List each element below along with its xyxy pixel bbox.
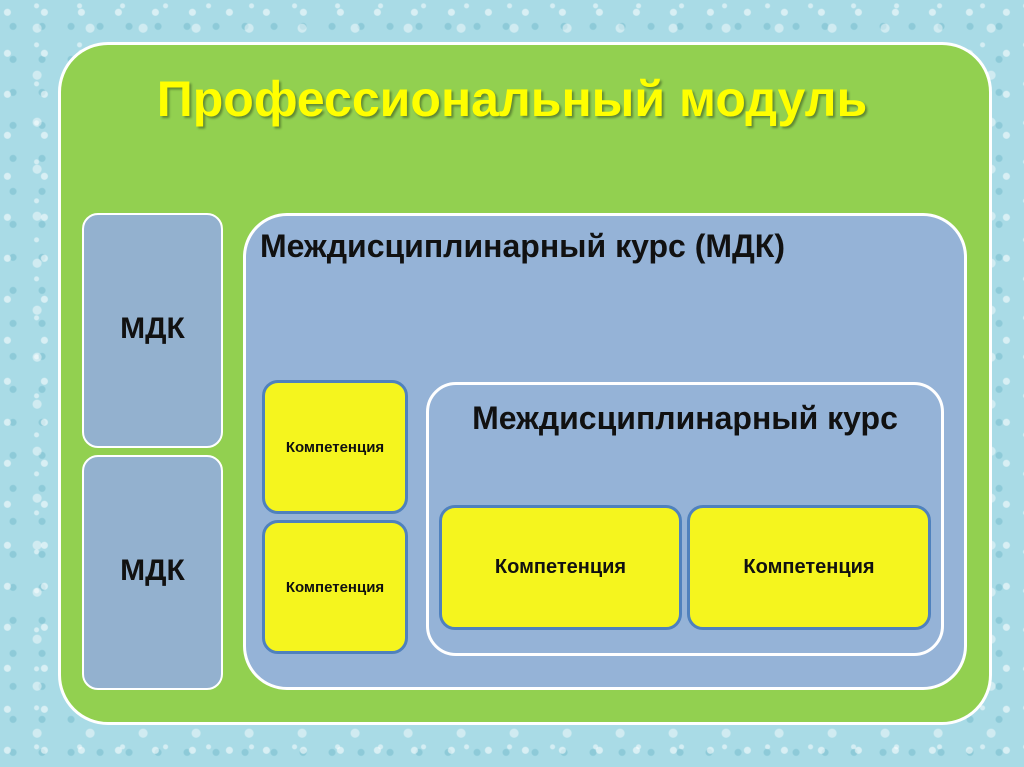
mdk-block-1: МДК xyxy=(82,213,223,448)
outer-competency-2: Компетенция xyxy=(262,520,408,654)
inner-competency-1-label: Компетенция xyxy=(494,556,627,578)
mdk-block-2: МДК xyxy=(82,455,223,690)
outer-competency-1: Компетенция xyxy=(262,380,408,514)
inner-competency-2-label: Компетенция xyxy=(743,556,875,578)
mdk-block-2-label: МДК xyxy=(120,553,185,587)
outer-competency-1-label: Компетенция xyxy=(285,438,385,456)
mdk-block-1-label: МДК xyxy=(120,311,185,345)
outer-competency-2-label: Компетенция xyxy=(285,578,385,596)
outer-course-title: Междисциплинарный курс (МДК) xyxy=(260,228,785,264)
inner-competency-1: Компетенция xyxy=(439,505,682,630)
module-title: Профессиональный модуль xyxy=(156,71,868,127)
inner-competency-2: Компетенция xyxy=(687,505,931,630)
inner-course-title: Междисциплинарный курс xyxy=(472,400,898,436)
